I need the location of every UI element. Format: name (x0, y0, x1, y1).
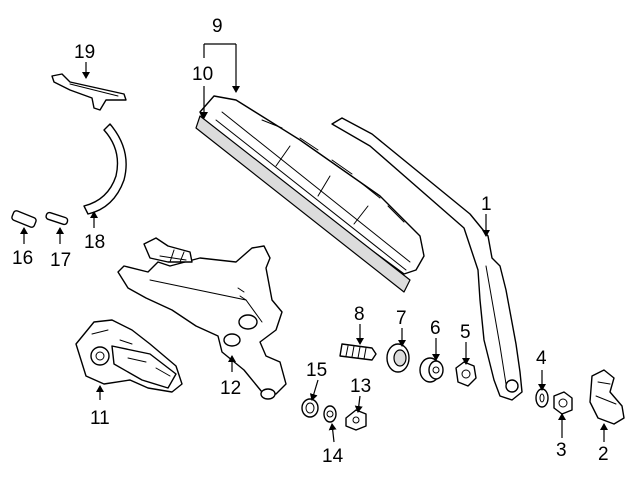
callout-13: 13 (350, 376, 371, 397)
callout-10: 10 (192, 64, 213, 85)
part-4-shape (535, 388, 549, 408)
callout-12: 12 (220, 378, 241, 399)
part-18-shape (83, 123, 127, 215)
part-15-shape (301, 398, 319, 418)
callout-17: 17 (50, 250, 71, 271)
callout-1: 1 (481, 194, 492, 215)
part-12-shape (117, 237, 287, 400)
callout-4: 4 (536, 348, 547, 369)
callout-2: 2 (598, 444, 609, 465)
part-14-shape (323, 405, 337, 423)
callout-7: 7 (396, 308, 407, 329)
part-1-arm-shape (331, 117, 523, 401)
callout-19: 19 (74, 42, 95, 63)
part-6-shape (419, 357, 444, 383)
callout-16: 16 (12, 248, 33, 269)
part-17-shape (45, 211, 69, 226)
callout-6: 6 (430, 318, 441, 339)
part-11-motor-shape (75, 319, 183, 393)
part-13-shape (345, 409, 367, 431)
callout-14: 14 (322, 446, 344, 467)
part-5-shape (455, 361, 477, 387)
callout-9: 9 (212, 16, 223, 37)
part-19-shape (51, 73, 127, 111)
callout-8: 8 (354, 304, 365, 325)
part-9-blade-shape (195, 95, 425, 293)
part-2-shape (589, 369, 625, 425)
callout-11: 11 (90, 408, 110, 429)
leader-lines (20, 43, 608, 443)
part-3-shape (553, 391, 573, 415)
part-16-shape (11, 210, 37, 228)
callout-18: 18 (84, 232, 105, 253)
callout-5: 5 (460, 322, 471, 343)
callout-3: 3 (556, 440, 567, 461)
part-8-shape (339, 343, 377, 361)
callout-15: 15 (306, 360, 327, 381)
part-7-shape (386, 343, 410, 373)
